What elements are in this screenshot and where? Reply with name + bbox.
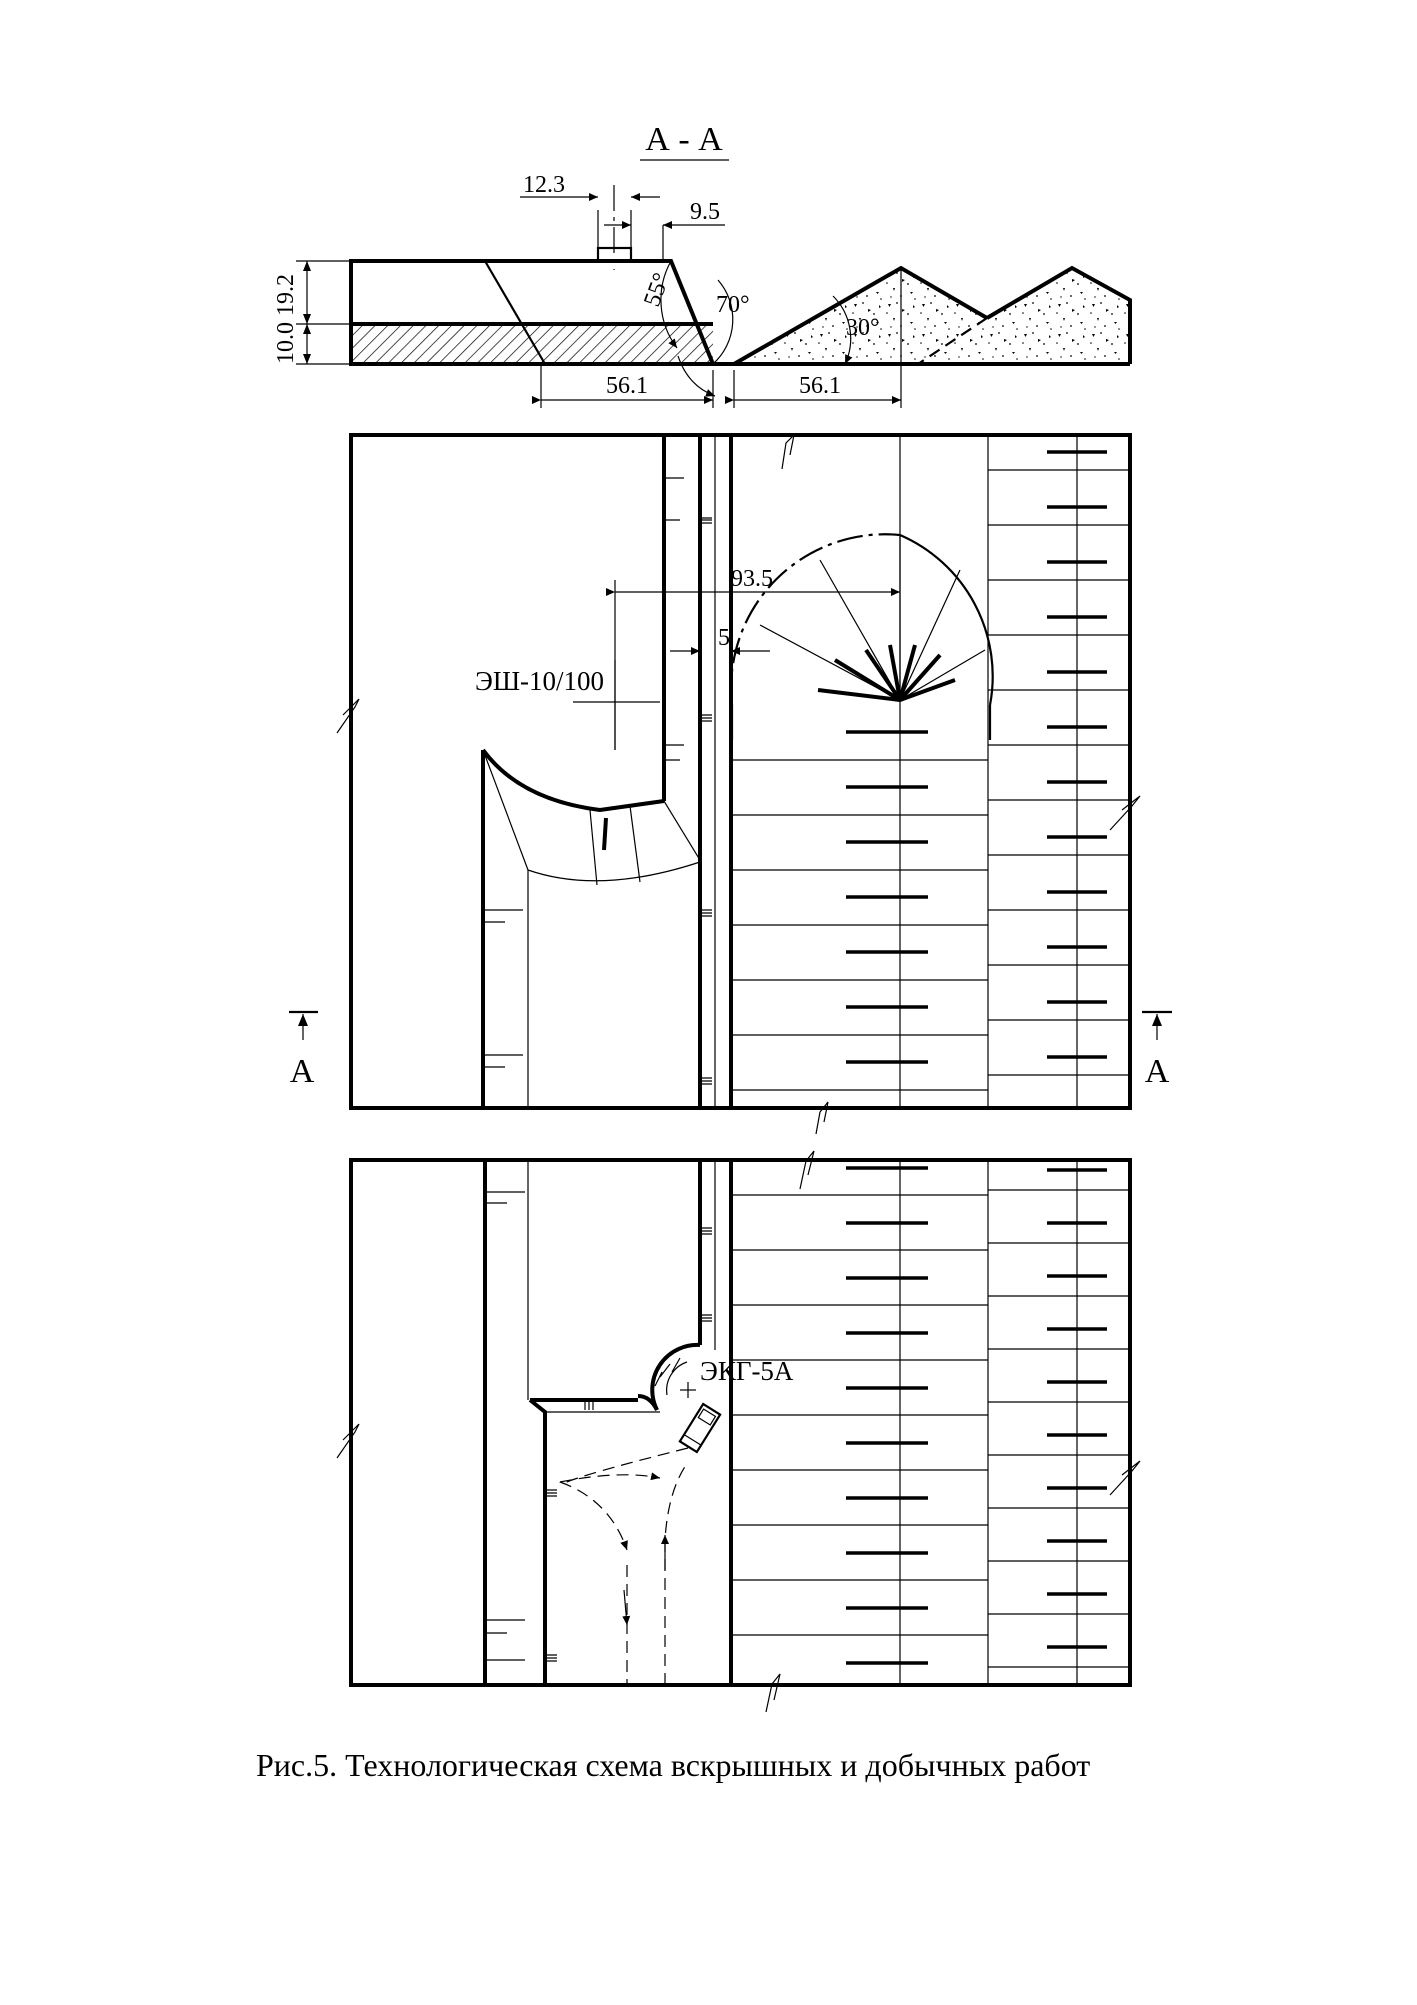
break-symbol <box>815 1101 829 1135</box>
shovel-label: ЭКГ-5А <box>700 1356 794 1386</box>
plan-view-stripping: 93.5 5 ЭШ-10/100 А А <box>289 433 1172 1135</box>
break-symbol <box>765 1673 781 1713</box>
swing-rays <box>759 535 986 702</box>
haul-arrow-down <box>622 1589 631 1626</box>
bench-markers <box>485 1191 712 1662</box>
shovel-cut-inner <box>666 1361 688 1396</box>
cut-radial <box>663 800 701 861</box>
shovel-cut-edge <box>637 1394 659 1411</box>
break-symbol <box>799 1150 815 1190</box>
spoil-pile-2 <box>985 265 1132 364</box>
access-bench <box>528 1398 547 1685</box>
spoil-strip-lines <box>731 1166 1130 1668</box>
dim-93-5: 93.5 <box>731 566 773 592</box>
plan-2-frame <box>349 1158 1132 1687</box>
dim-56-1-right: 56.1 <box>799 373 841 399</box>
cut-radial <box>629 805 641 883</box>
spoil-strip-lines <box>731 450 1130 1091</box>
haul-route <box>559 1447 689 1484</box>
break-symbol <box>336 698 360 734</box>
angle-arc-70 <box>712 279 734 365</box>
cut-radial <box>482 749 529 871</box>
break-symbol <box>1109 795 1141 831</box>
angle-70: 70° <box>716 292 750 318</box>
cut-mark <box>602 817 608 851</box>
cut-radial <box>589 809 598 886</box>
shovel-cut-arc <box>650 1342 701 1411</box>
cut-arc-outer <box>527 861 701 882</box>
angle-55: 55° <box>639 270 675 310</box>
section-title: А - А <box>645 121 723 158</box>
dim-5: 5 <box>718 625 730 651</box>
angle-arc-55 <box>660 260 678 349</box>
spoil-boundary <box>917 317 988 365</box>
plan-1-frame <box>349 433 1132 1110</box>
break-symbol <box>336 1423 360 1459</box>
bench-markers <box>483 477 712 1085</box>
dragline-swing-arc <box>730 533 901 706</box>
dim-height: 10.0 19.2 <box>273 274 299 364</box>
section-marker-right: А <box>1145 1053 1170 1090</box>
dim-12-3: 12.3 <box>523 172 565 198</box>
haul-route-right <box>664 1461 689 1685</box>
dragline-swing-arc-2 <box>899 533 994 706</box>
coal-seam-hatch <box>351 324 713 364</box>
angle-30: 30° <box>846 315 880 341</box>
shovel-cut-teeth <box>654 1357 681 1387</box>
section-marker-left: А <box>290 1053 315 1090</box>
dragline-label: ЭШ-10/100 <box>475 666 604 696</box>
break-symbol <box>781 433 795 470</box>
angle-leader <box>677 355 716 397</box>
break-symbol <box>1109 1460 1141 1496</box>
dim-9-5: 9.5 <box>690 199 720 225</box>
plan-view-mining: ЭКГ-5А <box>336 1150 1141 1713</box>
truck-icon <box>678 1402 722 1454</box>
figure-caption: Рис.5. Технологическая схема вскрышных и… <box>256 1747 1090 1783</box>
previous-cut-line <box>484 260 546 365</box>
spoil-fill <box>734 268 1130 364</box>
haul-route-left <box>559 1481 628 1551</box>
cut-arc-inner <box>481 748 665 813</box>
angle-arc-30 <box>832 295 853 365</box>
cross-section-a-a: А - А 12.3 9.5 10.0 19.2 55° 70° <box>273 121 1132 408</box>
dim-56-1-left: 56.1 <box>606 373 648 399</box>
